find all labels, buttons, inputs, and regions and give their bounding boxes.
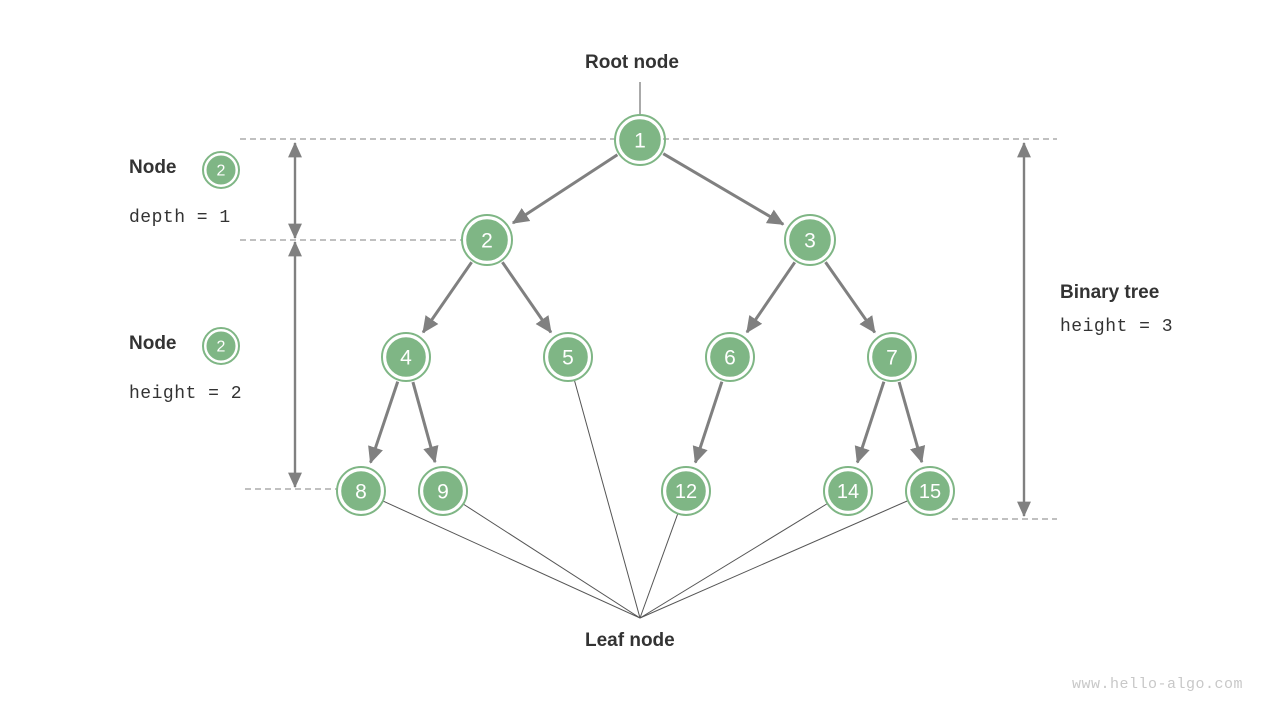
edge-n1-n2 xyxy=(511,153,619,225)
node-value: 3 xyxy=(804,230,816,253)
chip-disc xyxy=(204,329,238,363)
tree-node-6[interactable]: 6 xyxy=(705,332,755,382)
annotation-node-height-detail: height = 2 xyxy=(129,384,243,404)
node-outer-ring xyxy=(823,466,873,516)
edge-n1-n3 xyxy=(662,152,785,226)
node-outer-ring xyxy=(418,466,468,516)
annotation-chip-node-depth: 2 xyxy=(202,151,240,189)
node-value: 9 xyxy=(437,481,449,504)
tree-node-7[interactable]: 7 xyxy=(867,332,917,382)
chip-outer-ring xyxy=(202,151,240,189)
node-outer-ring xyxy=(336,466,386,516)
node-disc xyxy=(384,335,428,379)
tree-node-1[interactable]: 1 xyxy=(614,114,666,166)
node-outer-ring xyxy=(705,332,755,382)
chip-value: 2 xyxy=(217,339,226,356)
edge-n7-n15 xyxy=(897,381,926,464)
node-outer-ring xyxy=(661,466,711,516)
node-value: 15 xyxy=(919,481,941,503)
chip-outer-ring xyxy=(202,327,240,365)
node-disc xyxy=(421,469,465,513)
guide-lines xyxy=(240,138,1057,520)
node-disc xyxy=(870,335,914,379)
edge-n6-n12 xyxy=(692,381,724,464)
leaf-pointer-lines xyxy=(382,380,909,619)
node-outer-ring xyxy=(461,214,513,266)
tree-edges xyxy=(368,152,926,464)
node-value: 6 xyxy=(724,347,736,370)
edge-n2-n4 xyxy=(421,261,473,334)
node-disc xyxy=(464,217,510,263)
tree-node-2[interactable]: 2 xyxy=(461,214,513,266)
node-disc xyxy=(908,469,952,513)
tree-node-4[interactable]: 4 xyxy=(381,332,431,382)
root-node-label: Root node xyxy=(585,52,679,73)
node-outer-ring xyxy=(381,332,431,382)
annotation-chip-node-height: 2 xyxy=(202,327,240,365)
edge-n4-n8 xyxy=(368,381,400,464)
node-value: 14 xyxy=(837,481,859,503)
annotation-node-depth-label: Node xyxy=(129,157,177,178)
node-value: 12 xyxy=(675,481,697,503)
chip-value: 2 xyxy=(217,163,226,180)
tree-node-9[interactable]: 9 xyxy=(418,466,468,516)
leaf-line-n5 xyxy=(573,380,641,619)
leaf-line-n12 xyxy=(639,513,679,619)
node-disc xyxy=(826,469,870,513)
measurement-arrows xyxy=(288,142,1031,517)
node-disc xyxy=(546,335,590,379)
leaf-line-n9 xyxy=(462,503,641,619)
leaf-node-label: Leaf node xyxy=(585,630,675,651)
annotation-tree-height-detail: height = 3 xyxy=(1060,317,1174,337)
annotation-node-depth-detail: depth = 1 xyxy=(129,208,231,228)
node-disc xyxy=(664,469,708,513)
node-disc xyxy=(617,117,663,163)
edge-n3-n7 xyxy=(824,261,877,334)
tree-node-15[interactable]: 15 xyxy=(905,466,955,516)
node-outer-ring xyxy=(784,214,836,266)
edge-n2-n5 xyxy=(501,261,553,334)
node-outer-ring xyxy=(905,466,955,516)
tree-node-12[interactable]: 12 xyxy=(661,466,711,516)
tree-node-5[interactable]: 5 xyxy=(543,332,593,382)
edge-n4-n9 xyxy=(411,381,439,464)
leaf-line-n15 xyxy=(639,500,909,619)
node-value: 1 xyxy=(634,130,646,153)
node-disc xyxy=(339,469,383,513)
annotation-tree-height-label: Binary tree xyxy=(1060,282,1160,303)
tree-node-3[interactable]: 3 xyxy=(784,214,836,266)
node-outer-ring xyxy=(867,332,917,382)
chip-disc xyxy=(204,153,238,187)
node-value: 2 xyxy=(481,230,493,253)
edge-n3-n6 xyxy=(745,261,796,334)
node-value: 4 xyxy=(400,347,412,370)
edge-n7-n14 xyxy=(854,381,886,464)
node-disc xyxy=(787,217,833,263)
leaf-line-n8 xyxy=(382,500,641,619)
node-outer-ring xyxy=(614,114,666,166)
node-disc xyxy=(708,335,752,379)
annotation-node-height-label: Node xyxy=(129,333,177,354)
site-watermark: www.hello-algo.com xyxy=(1072,676,1244,693)
tree-node-14[interactable]: 14 xyxy=(823,466,873,516)
leaf-line-n14 xyxy=(639,503,828,619)
node-value: 7 xyxy=(886,347,898,370)
tree-node-8[interactable]: 8 xyxy=(336,466,386,516)
annotation-chips: 22 xyxy=(202,151,240,365)
node-outer-ring xyxy=(543,332,593,382)
node-value: 8 xyxy=(355,481,367,504)
node-value: 5 xyxy=(562,347,574,370)
